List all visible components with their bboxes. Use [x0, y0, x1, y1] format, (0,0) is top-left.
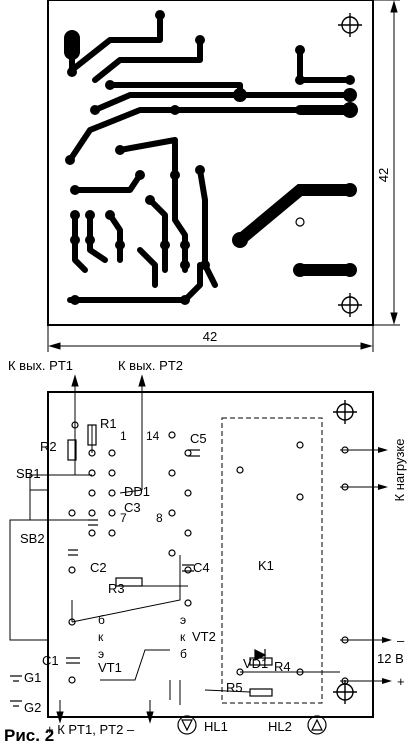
ref-sb2: SB2 — [20, 531, 45, 546]
pin-k2: к — [180, 630, 186, 644]
right-arrows — [378, 447, 392, 684]
pin-7: 7 — [120, 511, 127, 525]
ref-r4: R4 — [274, 659, 291, 674]
dimension-lines — [47, 0, 400, 352]
pin-14: 14 — [146, 429, 160, 443]
pin-1: 1 — [120, 429, 127, 443]
figure-caption: Рис. 2 — [4, 726, 55, 745]
ref-c5: C5 — [190, 431, 207, 446]
label-minus: – — [397, 633, 405, 648]
ref-r5: R5 — [226, 680, 243, 695]
label-pt2: К вых. PT2 — [118, 358, 183, 373]
relay-k1-outline — [221, 417, 323, 704]
pcb-mount-holes — [338, 13, 362, 317]
ref-vt2: VT2 — [192, 629, 216, 644]
label-voltage: 12 В — [377, 651, 404, 666]
dd1-pins — [68, 421, 192, 684]
ref-c3: C3 — [124, 500, 141, 515]
ref-sb1: SB1 — [16, 466, 41, 481]
label-load: К нагрузке — [392, 439, 407, 502]
ref-c2: C2 — [90, 560, 107, 575]
pin-e2: э — [180, 613, 186, 627]
leds — [177, 715, 327, 735]
ref-dd1: DD1 — [124, 484, 150, 499]
bottom-arrows — [56, 700, 154, 724]
ref-hl2: HL2 — [268, 719, 292, 734]
ref-vd1: VD1 — [243, 656, 268, 671]
dim-vertical-label: 42 — [376, 168, 391, 182]
pcb-board — [47, 0, 374, 326]
top-arrows — [71, 374, 146, 490]
ref-r3: R3 — [108, 581, 125, 596]
resistors — [67, 424, 273, 697]
ref-k1: K1 — [258, 558, 274, 573]
pcb-pads — [65, 10, 358, 305]
pin-k1: к — [98, 630, 104, 644]
right-terminals — [341, 446, 349, 685]
schematic-board — [47, 391, 374, 718]
pin-8: 8 — [156, 511, 163, 525]
pin-e1: э — [98, 647, 104, 661]
label-pt1: К вых. PT1 — [8, 358, 73, 373]
ref-r2: R2 — [40, 439, 57, 454]
schem-mount-holes — [333, 400, 357, 704]
label-bottom-pt: + К PT1, PT2 – — [46, 722, 135, 737]
ref-c1: C1 — [42, 653, 59, 668]
ref-g2: G2 — [24, 700, 41, 715]
ref-c4: C4 — [193, 560, 210, 575]
ref-hl1: HL1 — [204, 719, 228, 734]
label-plus: + — [397, 674, 405, 689]
ref-r1: R1 — [100, 416, 117, 431]
pin-b1: б — [98, 613, 105, 627]
pcb-traces — [67, 12, 353, 303]
pin-b2: б — [180, 647, 187, 661]
ref-g1: G1 — [24, 670, 41, 685]
ref-vt1: VT1 — [98, 660, 122, 675]
batteries — [10, 675, 22, 707]
diode-vd1 — [254, 649, 267, 661]
dim-horizontal-label: 42 — [203, 329, 217, 344]
